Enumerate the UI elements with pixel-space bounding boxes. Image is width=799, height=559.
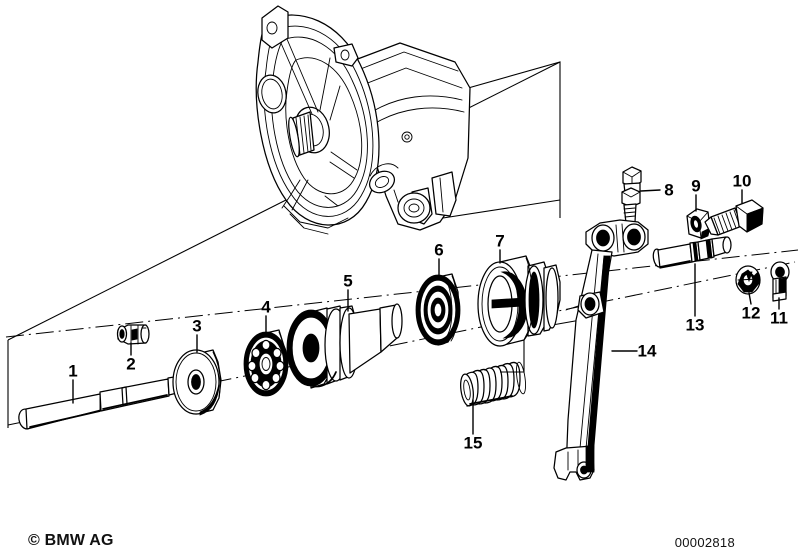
callout-number-14: 14 [637, 341, 657, 361]
callout-leaders [72, 189, 780, 435]
callout-number-2: 2 [126, 354, 136, 374]
callout-number-5: 5 [343, 271, 353, 291]
callout-number-10: 10 [732, 171, 752, 191]
part-cotter-pin [770, 261, 790, 302]
part-flange-disc [172, 349, 222, 416]
callout-number-1: 1 [68, 361, 78, 381]
assembly-bracket-right [429, 61, 561, 221]
part-roller-cage-bearing [243, 329, 289, 397]
transmission-housing [255, 5, 471, 235]
callout-number-6: 6 [434, 240, 444, 260]
part-collar-clip [116, 324, 150, 345]
part-shift-pin [652, 236, 732, 269]
part-hex-head-bolt [704, 199, 764, 236]
part-bearing-seal-ring [477, 255, 561, 347]
callout-number-13: 13 [685, 315, 705, 335]
callout-number-7: 7 [495, 231, 505, 251]
drawing-number: 00002818 [674, 535, 735, 550]
part-hex-nut [686, 208, 711, 240]
part-retaining-clip [735, 265, 761, 295]
part-breather-screw [615, 166, 642, 241]
callout-number-4: 4 [261, 297, 271, 317]
callout-number-9: 9 [691, 176, 701, 196]
part-coil-spring [460, 361, 526, 407]
callout-number-15: 15 [463, 433, 483, 453]
part-shift-lever-arm [553, 219, 649, 481]
callout-number-11: 11 [770, 308, 788, 328]
part-ball-bearing [415, 273, 461, 346]
callout-number-12: 12 [741, 303, 761, 323]
copyright-notice: © BMW AG [28, 532, 114, 549]
callout-number-8: 8 [664, 180, 674, 200]
part-pulley-hub [286, 303, 403, 389]
callout-number-3: 3 [192, 316, 202, 336]
